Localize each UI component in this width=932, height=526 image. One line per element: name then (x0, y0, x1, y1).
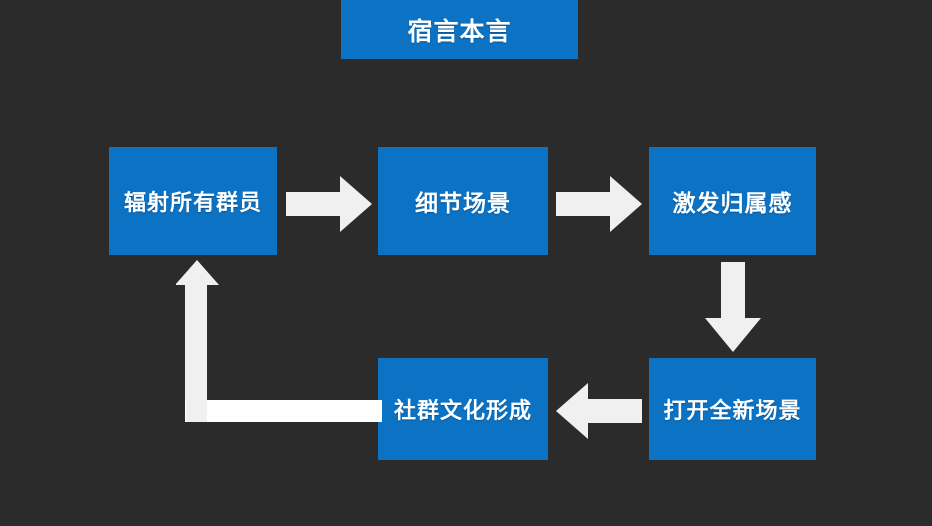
node-open-new-scene[interactable]: 打开全新场景 (649, 358, 816, 460)
arrow-left-icon (556, 383, 642, 439)
node-inspire-belonging[interactable]: 激发归属感 (649, 147, 816, 255)
node-label: 激发归属感 (672, 190, 793, 216)
arrow-right-icon (286, 176, 372, 232)
diagram-title-label: 宿言本言 (407, 17, 512, 46)
node-label: 辐射所有群员 (123, 190, 262, 215)
arrow-right-icon (556, 176, 642, 232)
node-detail-scene[interactable]: 细节场景 (378, 147, 548, 255)
diagram-title-box: 宿言本言 (341, 0, 578, 59)
arrow-elbow-left-up-icon (176, 258, 382, 422)
node-radiate-all-members[interactable]: 辐射所有群员 (109, 147, 277, 255)
node-label: 社群文化形成 (393, 398, 532, 423)
arrow-down-icon (705, 262, 761, 352)
node-community-culture-formed[interactable]: 社群文化形成 (378, 358, 548, 460)
node-label: 细节场景 (415, 190, 511, 216)
node-label: 打开全新场景 (663, 398, 802, 423)
